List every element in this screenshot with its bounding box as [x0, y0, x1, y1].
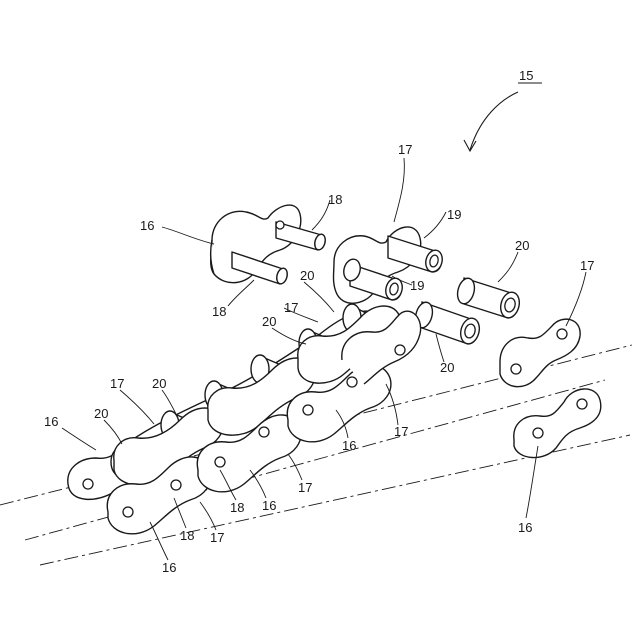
callout-17-top: 17: [398, 142, 412, 157]
callout-20-mid-b: 20: [262, 314, 276, 329]
callout-17-bottom: 17: [210, 530, 224, 545]
callout-15: 15: [519, 68, 533, 83]
callout-17-mid-a: 17: [284, 300, 298, 315]
callout-20-left-b: 20: [94, 406, 108, 421]
callout-16-left: 16: [44, 414, 58, 429]
callout-17-right: 17: [580, 258, 594, 273]
callout-20-mid-a: 20: [300, 268, 314, 283]
callout-17-chain-mid: 17: [298, 480, 312, 495]
callout-17-left: 17: [110, 376, 124, 391]
callout-16-chain-mid: 16: [342, 438, 356, 453]
callout-17-chain-right: 17: [394, 424, 408, 439]
callout-18-top: 18: [328, 192, 342, 207]
callout-19-b: 19: [410, 278, 424, 293]
callout-19-a: 19: [447, 207, 461, 222]
loose-pin-link-plate: [514, 389, 601, 458]
callout-18-bottom-left: 18: [180, 528, 194, 543]
callout-20-bushing: 20: [440, 360, 454, 375]
assembly-arrow: [470, 92, 518, 150]
callout-16-exploded: 16: [518, 520, 532, 535]
loose-roller-link-plate: [500, 319, 580, 387]
callout-16-left-top: 16: [140, 218, 154, 233]
callout-20-left-a: 20: [152, 376, 166, 391]
callout-16-bottom: 16: [162, 560, 176, 575]
loose-rollers: [413, 276, 522, 346]
callout-18-bottom: 18: [230, 500, 244, 515]
callout-16-bottom-mid: 16: [262, 498, 276, 513]
callout-20-right: 20: [515, 238, 529, 253]
roller-link-plate-exploded: [334, 227, 445, 303]
callout-18-mid: 18: [212, 304, 226, 319]
